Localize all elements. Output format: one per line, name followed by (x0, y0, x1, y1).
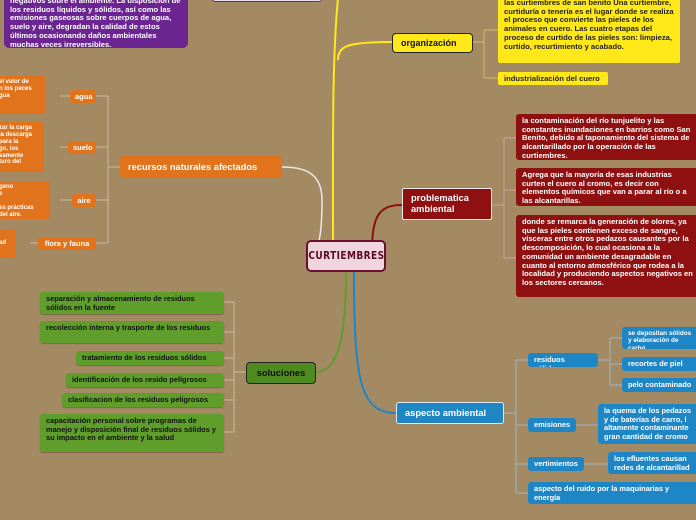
soluciones-label: soluciones (256, 367, 306, 378)
solucion-item[interactable]: identificación de los resido peligrosos (66, 373, 224, 387)
recurso-agua[interactable]: agua (70, 90, 96, 103)
recurso-flora-fauna[interactable]: flora y fauna (38, 237, 96, 250)
recurso-aire[interactable]: aire (72, 194, 96, 207)
central-topic-label: CURTIEMBRES (307, 248, 385, 262)
solucion-item[interactable]: clasificacion de los residuos peligrosos (62, 393, 224, 407)
problematica-item[interactable]: donde se remarca la generación de olores… (516, 215, 696, 297)
recurso-agua-detail[interactable]: el valor de n los peces gua (0, 76, 46, 114)
residuo-item[interactable]: recortes de piel (622, 357, 696, 371)
ruido-item[interactable]: aspecto del ruido por la maquinarias y e… (528, 482, 696, 504)
emisiones-detail[interactable]: la quema de los pedazos y de baterías de… (598, 404, 696, 444)
problematica-label: problematica ambiental (411, 193, 469, 214)
solucion-item[interactable]: separación y almacenamiento de residuos … (40, 292, 224, 314)
problematica-item[interactable]: Agrega que la mayoría de esas industrias… (516, 168, 696, 206)
organizacion-label: organización (401, 37, 457, 48)
aspecto-label: aspecto ambiental (405, 407, 487, 418)
top-topic-stub[interactable] (212, 0, 322, 2)
vertimientos-node[interactable]: vertimientos (528, 457, 584, 471)
organizacion-detail[interactable]: las curtiembres de san benito Una curtie… (498, 0, 680, 63)
solucion-item[interactable]: capacitación personal sobre programas de… (40, 414, 224, 452)
soluciones-node[interactable]: soluciones (246, 362, 316, 384)
solucion-item[interactable]: recolección interna y trasporte de los r… (40, 321, 224, 343)
solucion-item[interactable]: tratamiento de los residuos sólidos (76, 351, 224, 365)
intro-note[interactable]: negativos sobre el ambiente. La disposic… (4, 0, 188, 48)
recurso-suelo[interactable]: suelo (68, 141, 96, 154)
aspecto-node[interactable]: aspecto ambiental (396, 402, 504, 424)
emisiones-node[interactable]: emisiones (528, 418, 576, 432)
recurso-suelo-detail[interactable]: zar la carga la descarga para la go, los… (0, 122, 44, 172)
organizacion-node[interactable]: organización (392, 33, 473, 53)
recurso-flora-detail[interactable]: ad (0, 230, 16, 258)
residuo-item[interactable]: se depositan sólidos y elaboración de ca… (622, 327, 696, 349)
central-topic[interactable]: CURTIEMBRES (306, 240, 386, 272)
recursos-node[interactable]: recursos naturales afectados (120, 156, 282, 178)
residuos-solidos-node[interactable]: residuos sólidos (528, 353, 598, 367)
organizacion-industrializacion[interactable]: industrialización del cuero (498, 72, 608, 85)
problematica-item[interactable]: la contaminación del río tunjuelito y la… (516, 114, 696, 160)
recursos-label: recursos naturales afectados (128, 161, 258, 172)
vertimientos-detail[interactable]: los efluentes causan redes de alcantaril… (608, 452, 696, 474)
recurso-aire-detail[interactable]: geno e es prácticas del aire. (0, 181, 50, 219)
problematica-node[interactable]: problematica ambiental (402, 188, 492, 220)
residuo-item[interactable]: pelo contaminado (622, 378, 696, 392)
